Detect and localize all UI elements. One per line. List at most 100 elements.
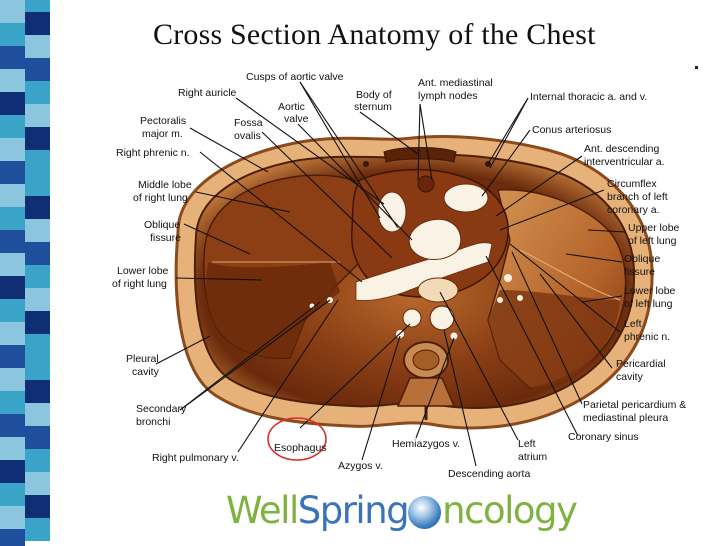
stripe-block: [25, 242, 50, 265]
label-ant-descending-2: interventricular a.: [584, 156, 665, 168]
label-circumflex-1: Circumflex: [607, 178, 657, 190]
esophagus-structure: [402, 308, 422, 328]
stripe-block: [0, 506, 25, 529]
label-middle-lobe-2: of right lung: [133, 192, 188, 204]
label-parietal-pericardium-1: Parietal pericardium &: [583, 399, 686, 411]
stripe-block: [25, 104, 50, 127]
label-circumflex-2: branch of left: [607, 191, 668, 203]
stripe-block: [0, 276, 25, 299]
left-lung-lower-shade: [488, 290, 620, 388]
label-fossa-ovalis-2: ovalis: [234, 130, 261, 142]
stripe-block: [25, 81, 50, 104]
label-ant-mediastinal-2: lymph nodes: [418, 90, 478, 102]
label-pectoralis-1: Pectoralis: [140, 115, 186, 127]
stripe-block: [0, 138, 25, 161]
aortic-root: [408, 218, 462, 260]
sternum: [383, 147, 457, 163]
hemiazygos-structure: [450, 332, 458, 340]
stripe-block: [0, 184, 25, 207]
chest-section: [174, 135, 654, 430]
label-pericardial-cavity-2: cavity: [616, 371, 644, 383]
label-ant-descending-1: Ant. descending: [584, 143, 659, 155]
label-hemiazygos: Hemiazygos v.: [392, 438, 460, 450]
stripe-block: [0, 23, 25, 46]
decorative-stripe-panel: [0, 0, 50, 546]
stripe-block: [0, 161, 25, 184]
stripe-block: [0, 115, 25, 138]
stripe-block: [25, 357, 50, 380]
left-atrium-chamber: [417, 277, 459, 303]
stripe-block: [0, 437, 25, 460]
label-internal-thoracic: Internal thoracic a. and v.: [530, 91, 647, 103]
edge-tick-mark: [695, 66, 698, 69]
conus-arteriosus-chamber: [443, 183, 489, 213]
bronchus-5: [497, 297, 503, 303]
stripe-block: [25, 380, 50, 403]
label-body-sternum-1: Body of: [356, 89, 392, 101]
stripe-block: [25, 449, 50, 472]
label-oblique-fissure-right-2: fissure: [150, 232, 181, 244]
stripe-block: [25, 426, 50, 449]
label-body-sternum-2: sternum: [354, 101, 392, 113]
stripe-block: [0, 460, 25, 483]
ant-mediastinal-node: [417, 175, 435, 193]
label-cusps-aortic-valve: Cusps of aortic valve: [246, 71, 344, 83]
stripe-block: [25, 495, 50, 518]
label-lower-lobe-right-2: of right lung: [112, 278, 167, 290]
stripe-block: [0, 529, 25, 546]
stripe-block: [0, 322, 25, 345]
label-fossa-ovalis-1: Fossa: [234, 117, 263, 129]
label-parietal-pericardium-2: mediastinal pleura: [583, 412, 668, 424]
stripe-block: [0, 345, 25, 368]
stripe-block: [25, 288, 50, 311]
stripe-block: [25, 265, 50, 288]
oblique-fissure-line-left: [519, 249, 621, 301]
stripe-column-right: [25, 0, 50, 546]
internal-thoracic-vessel-right: [363, 161, 369, 167]
label-pericardial-cavity-1: Pericardial: [616, 358, 666, 370]
label-secondary-bronchi-2: bronchi: [136, 416, 170, 428]
stripe-block: [0, 253, 25, 276]
esophagus-highlight-circle: [267, 417, 327, 461]
label-aortic-valve-1: Aortic: [278, 101, 305, 113]
label-ant-mediastinal-1: Ant. mediastinal: [418, 77, 493, 89]
stripe-block: [0, 230, 25, 253]
stripe-block: [25, 127, 50, 150]
stripe-block: [0, 368, 25, 391]
logo-text-oncology: ncology: [442, 489, 578, 532]
label-aortic-valve-2: valve: [284, 113, 309, 125]
label-middle-lobe-1: Middle lobe: [138, 179, 192, 191]
stripe-block: [25, 173, 50, 196]
heart-chamber-highlight: [355, 242, 493, 301]
stripe-block: [0, 0, 25, 23]
label-descending-aorta: Descending aorta: [448, 468, 530, 480]
label-pleural-cavity-1: Pleural: [126, 353, 159, 365]
stripe-block: [0, 207, 25, 230]
label-upper-lobe-left-2: of left lung: [628, 235, 677, 247]
label-oblique-fissure-right-1: Oblique: [144, 219, 180, 231]
label-left-atrium-2: atrium: [518, 451, 547, 463]
label-oblique-fissure-left-1: Oblique: [624, 253, 660, 265]
label-lower-lobe-left-2: of left lung: [624, 298, 673, 310]
label-azygos: Azygos v.: [338, 460, 383, 472]
bronchus-4: [517, 295, 523, 301]
stripe-block: [25, 518, 50, 541]
leader-lines: [155, 81, 627, 467]
label-circumflex-3: coronary a.: [607, 204, 660, 216]
logo-text-spring: Spring: [297, 489, 410, 532]
label-left-phrenic-2: phrenic n.: [624, 331, 670, 343]
label-pleural-cavity-2: cavity: [132, 366, 160, 378]
stripe-block: [25, 219, 50, 242]
globe-o-icon: [408, 496, 442, 529]
label-conus-arteriosus: Conus arteriosus: [532, 124, 611, 136]
slide-title: Cross Section Anatomy of the Chest: [153, 18, 596, 51]
stripe-block: [25, 35, 50, 58]
stripe-block: [25, 403, 50, 426]
stripe-block: [25, 0, 50, 12]
stripe-block: [25, 334, 50, 357]
label-secondary-bronchi-1: Secondary: [136, 403, 187, 415]
label-lower-lobe-left-1: Lower lobe: [624, 285, 676, 297]
stripe-block: [0, 46, 25, 69]
descending-aorta-structure: [429, 305, 455, 331]
